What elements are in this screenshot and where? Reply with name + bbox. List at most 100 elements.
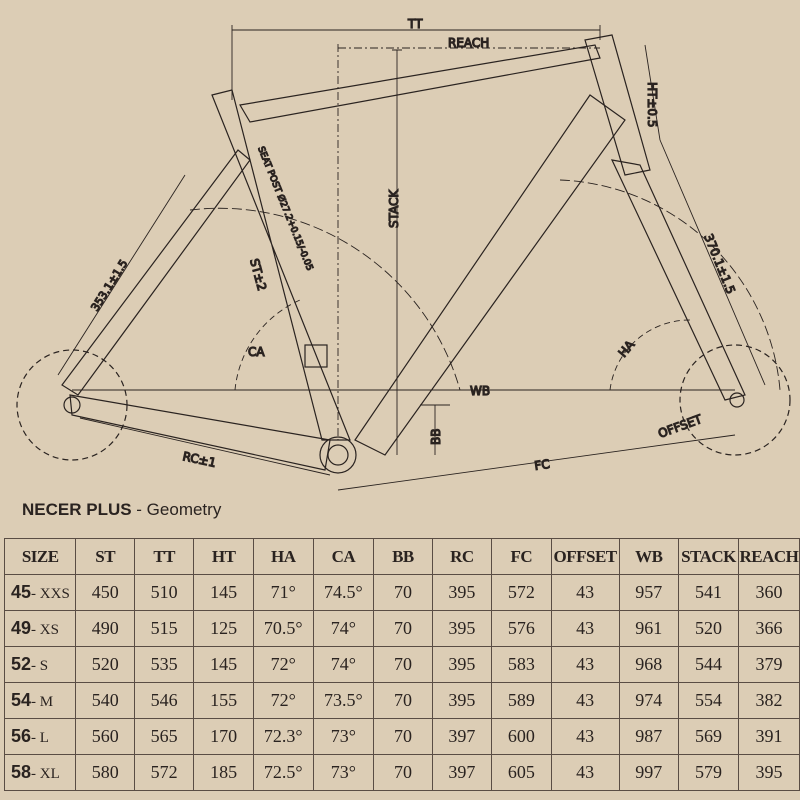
cell-rc: 395: [431, 610, 493, 647]
size-label: - XXS: [31, 586, 70, 602]
label-stack: STACK: [387, 189, 401, 228]
cell-tt: 546: [133, 682, 195, 719]
cell-stack: 554: [678, 682, 739, 719]
size-number: 45: [11, 582, 32, 602]
cell-ht: 155: [193, 682, 254, 719]
cell-stack: 569: [678, 718, 739, 755]
cell-st: 560: [75, 718, 135, 755]
cell-reach: 360: [737, 574, 800, 611]
cell-offset: 43: [550, 754, 620, 791]
cell-bb: 70: [373, 574, 433, 611]
label-reach: REACH: [448, 36, 489, 50]
front-wheel-outline: [679, 344, 791, 456]
front-dropout: [729, 392, 745, 408]
column-header-bb: BB: [373, 538, 433, 575]
cell-reach: 382: [737, 682, 800, 719]
cell-reach: 366: [737, 610, 800, 647]
column-header-rc: RC: [431, 538, 493, 575]
column-header-ht: HT: [193, 538, 254, 575]
label-seatpost: SEAT POST Ø27.2+0.15/-0.05: [255, 145, 315, 272]
cell-bb: 70: [373, 646, 433, 683]
label-offset: OFFSET: [656, 412, 704, 441]
cell-fc: 589: [491, 682, 552, 719]
cell-wb: 987: [618, 718, 680, 755]
cell-wb: 968: [618, 646, 680, 683]
cell-reach: 391: [737, 718, 800, 755]
cell-ha: 72.5°: [252, 754, 314, 791]
down-tube: [354, 94, 626, 456]
label-ha: HA: [616, 337, 638, 360]
bottom-bracket-inner: [327, 444, 349, 466]
cell-bb: 70: [373, 610, 433, 647]
cell-bb: 70: [373, 754, 433, 791]
column-header-wb: WB: [618, 538, 680, 575]
bottom-bracket: [319, 436, 357, 474]
size-number: 58: [11, 762, 32, 782]
label-ht: HT±0.5: [645, 82, 659, 128]
cell-stack: 541: [678, 574, 739, 611]
size-cell: 56- L: [3, 718, 77, 755]
column-header-offset: OFFSET: [550, 538, 620, 575]
cell-tt: 565: [133, 718, 195, 755]
label-seatstay: 353.1±1.5: [89, 257, 131, 313]
seatstay: [61, 149, 251, 396]
label-tt: TT: [407, 17, 423, 31]
cell-st: 520: [75, 646, 135, 683]
title-suffix: - Geometry: [131, 500, 222, 519]
label-fork-length: 370.1±1.5: [701, 232, 738, 296]
size-label: - M: [31, 694, 54, 710]
size-label: - XS: [31, 622, 59, 638]
cell-ha: 71°: [252, 574, 314, 611]
cell-ht: 145: [193, 574, 254, 611]
column-header-fc: FC: [491, 538, 552, 575]
column-header-tt: TT: [133, 538, 195, 575]
cell-stack: 520: [678, 610, 739, 647]
head-tube: [584, 34, 651, 176]
cell-wb: 957: [618, 574, 680, 611]
cell-ht: 125: [193, 610, 254, 647]
cell-rc: 395: [431, 646, 493, 683]
cell-bb: 70: [373, 682, 433, 719]
cell-ca: 73.5°: [312, 682, 375, 719]
cell-rc: 397: [431, 754, 493, 791]
cell-wb: 974: [618, 682, 680, 719]
cell-ca: 74°: [312, 646, 375, 683]
column-header-size: SIZE: [3, 538, 77, 575]
cell-tt: 535: [133, 646, 195, 683]
cell-ht: 170: [193, 718, 254, 755]
cell-offset: 43: [550, 682, 620, 719]
cell-ca: 74°: [312, 610, 375, 647]
cell-fc: 572: [491, 574, 552, 611]
seat-tube: [211, 89, 351, 441]
cell-reach: 379: [737, 646, 800, 683]
cell-rc: 397: [431, 718, 493, 755]
cell-stack: 579: [678, 754, 739, 791]
cell-tt: 515: [133, 610, 195, 647]
cell-offset: 43: [550, 574, 620, 611]
cell-bb: 70: [373, 718, 433, 755]
cell-ha: 72.3°: [252, 718, 314, 755]
cell-st: 580: [75, 754, 135, 791]
top-tube: [239, 44, 601, 123]
size-cell: 58- XL: [3, 754, 77, 791]
size-cell: 45- XXS: [3, 574, 77, 611]
column-header-ca: CA: [312, 538, 375, 575]
cell-wb: 961: [618, 610, 680, 647]
cell-ht: 185: [193, 754, 254, 791]
cell-ha: 72°: [252, 682, 314, 719]
cell-ca: 73°: [312, 718, 375, 755]
column-header-stack: STACK: [678, 538, 739, 575]
column-header-st: ST: [75, 538, 135, 575]
cell-fc: 576: [491, 610, 552, 647]
cell-fc: 600: [491, 718, 552, 755]
cell-wb: 997: [618, 754, 680, 791]
rear-wheel-outline: [16, 349, 128, 461]
cell-st: 540: [75, 682, 135, 719]
label-fc: FC: [533, 457, 550, 473]
